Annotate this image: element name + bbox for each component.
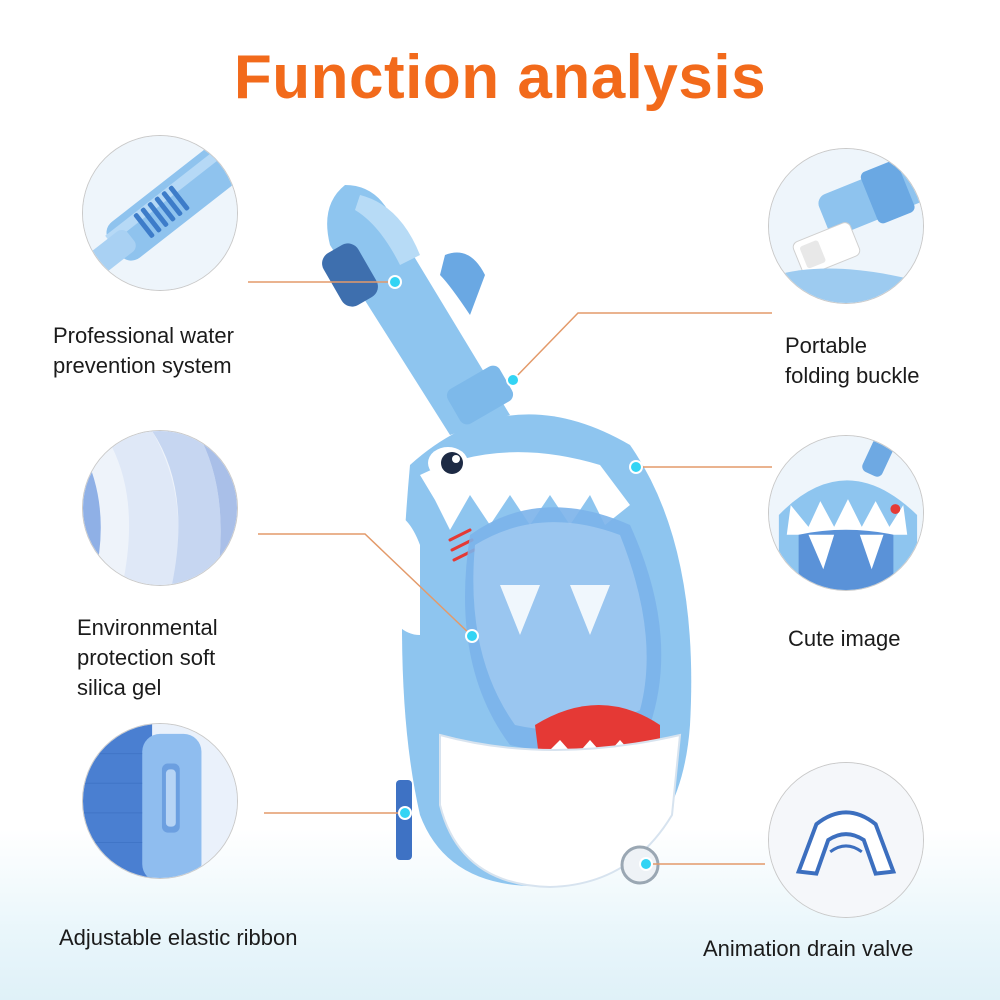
marker-dot-buckle bbox=[508, 375, 518, 385]
label-water-prevention: Professional water prevention system bbox=[53, 321, 234, 381]
detail-circle-elastic-ribbon bbox=[82, 723, 238, 879]
label-silica-gel-line3: silica gel bbox=[77, 675, 162, 700]
label-folding-buckle-line2: folding buckle bbox=[785, 363, 920, 388]
label-folding-buckle-line1: Portable bbox=[785, 333, 867, 358]
label-elastic-ribbon: Adjustable elastic ribbon bbox=[59, 925, 298, 950]
label-folding-buckle: Portable folding buckle bbox=[785, 331, 920, 391]
detail-circle-drain-valve bbox=[768, 762, 924, 918]
label-drain-valve: Animation drain valve bbox=[703, 936, 914, 961]
marker-dot-cute bbox=[631, 462, 641, 472]
page-title: Function analysis bbox=[233, 43, 767, 112]
detail-circle-snorkel-top bbox=[82, 135, 238, 291]
shark-mask-illustration bbox=[300, 165, 720, 945]
marker-dot-valve bbox=[641, 859, 651, 869]
label-water-prevention-line1: Professional water bbox=[53, 323, 234, 348]
marker-dot-gel bbox=[467, 631, 477, 641]
marker-dot-ribbon bbox=[400, 808, 410, 818]
detail-circle-silica-gel bbox=[82, 430, 238, 586]
label-cute-image: Cute image bbox=[788, 626, 901, 651]
detail-circle-cute-image bbox=[768, 435, 924, 591]
label-silica-gel: Environmental protection soft silica gel bbox=[77, 613, 218, 703]
detail-circle-folding-buckle bbox=[768, 148, 924, 304]
label-silica-gel-line2: protection soft bbox=[77, 645, 216, 670]
mask-frame bbox=[380, 414, 692, 889]
marker-dot-water bbox=[390, 277, 400, 287]
label-water-prevention-line2: prevention system bbox=[53, 353, 232, 378]
snorkel bbox=[322, 185, 514, 435]
label-silica-gel-line1: Environmental bbox=[77, 615, 218, 640]
